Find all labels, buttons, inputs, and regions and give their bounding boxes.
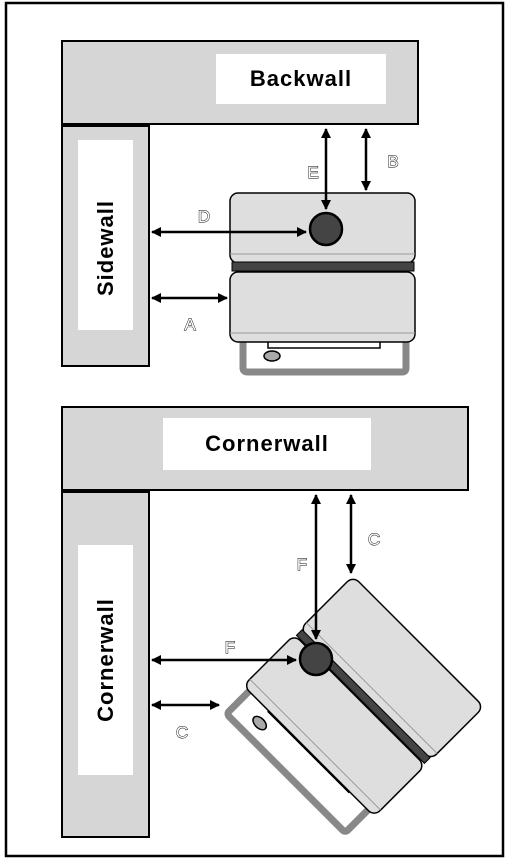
unit-top-view (229, 192, 416, 376)
unit-seam-line (249, 678, 381, 811)
center-dot-icon (308, 211, 344, 247)
page-frame (4, 1, 505, 858)
dimension-label-f-vertical: F (297, 555, 307, 574)
dimension-label-c-side: C (176, 723, 188, 742)
sidewall-label-box (78, 140, 133, 330)
unit-handle (239, 340, 410, 376)
cornerwall-top-label: Cornerwall (205, 431, 329, 456)
cornerwall-side-label: Cornerwall (93, 598, 118, 722)
backwall-label-box (216, 54, 386, 104)
bottom-diagram: Cornerwall Cornerwall C F F C (61, 406, 482, 838)
unit-handle-knob (252, 715, 268, 731)
cornerwall-side-label-box (78, 545, 133, 775)
unit-handle-knob (263, 350, 281, 362)
dimension-label-d: D (198, 207, 210, 226)
dimension-label-a: A (184, 315, 196, 334)
unit-rotated-view (224, 578, 482, 835)
backwall-label: Backwall (250, 66, 352, 91)
unit-handle (224, 685, 374, 835)
cornerwall-top-label-box (163, 418, 371, 470)
dimension-label-c-top: C (368, 530, 380, 549)
center-dot-icon (298, 641, 334, 677)
dimension-label-e: E (307, 163, 318, 182)
top-diagram: Backwall Sidewall E B D A (61, 40, 419, 376)
dimension-label-f-horizontal: F (225, 638, 235, 657)
unit-seam-line (305, 622, 438, 754)
unit-gap (231, 261, 415, 272)
unit-front-section (229, 271, 416, 343)
dimension-label-b: B (387, 152, 398, 171)
sidewall-label: Sidewall (93, 200, 118, 296)
